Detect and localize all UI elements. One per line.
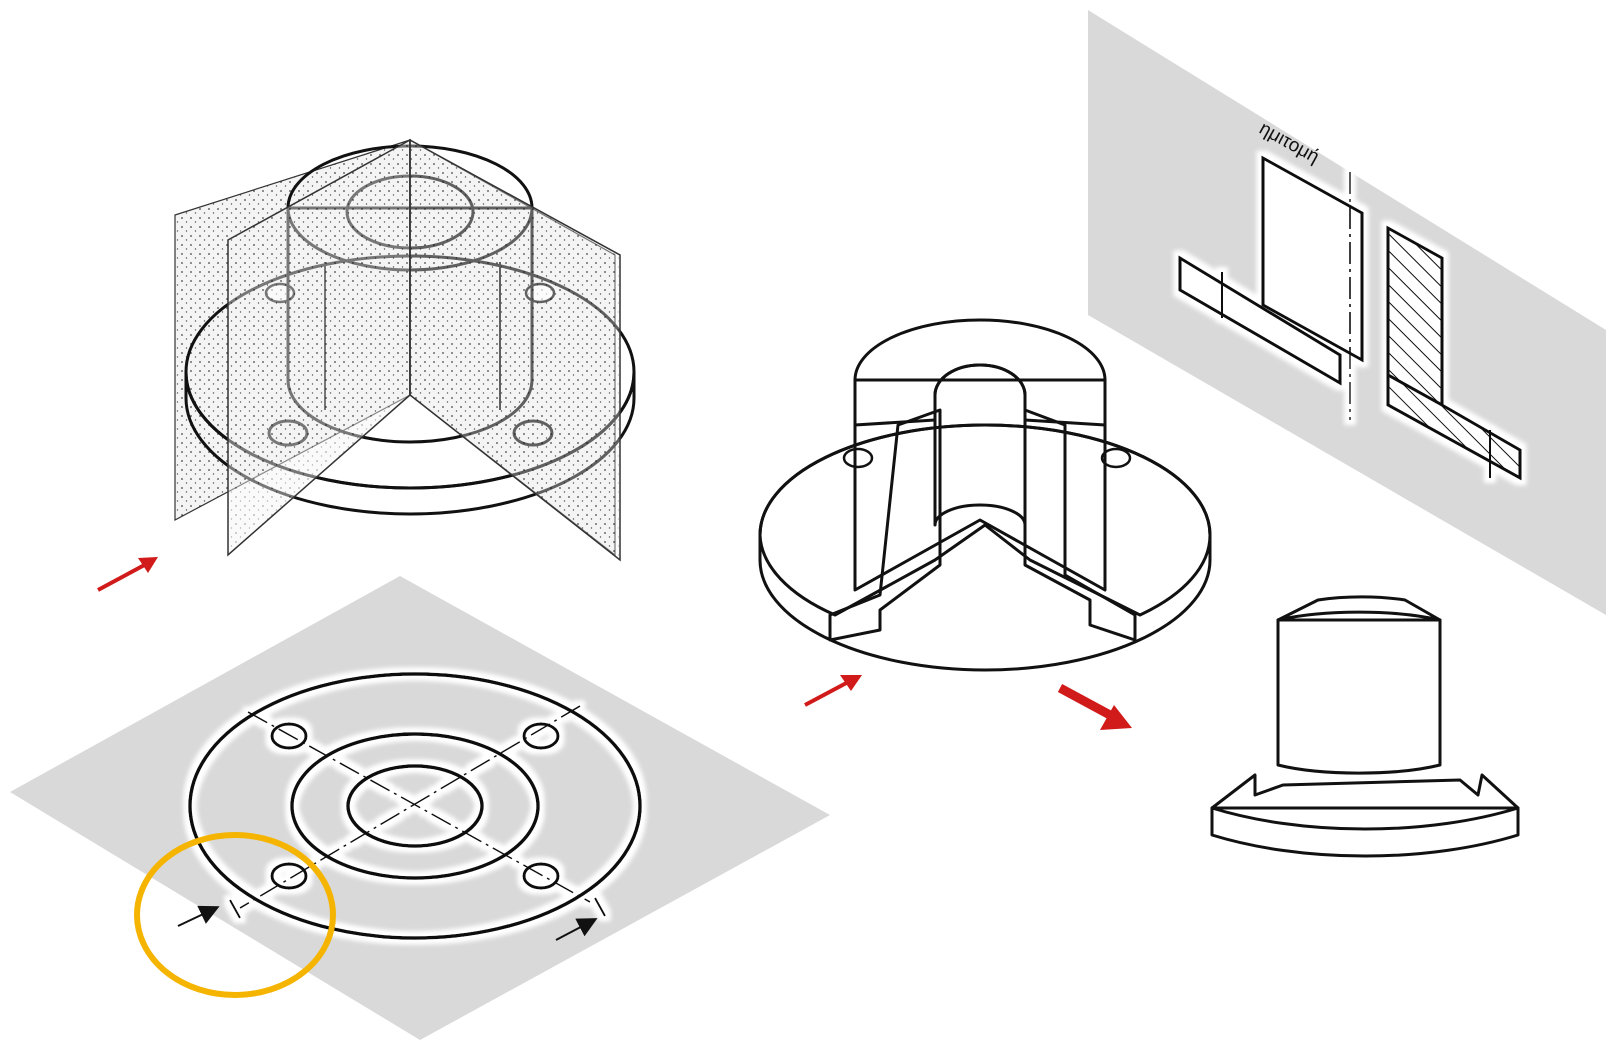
bolt-hole-back-left — [842, 447, 874, 469]
hatched-cut-face-left — [828, 408, 942, 642]
center-line-diagonal-a — [247, 711, 591, 903]
red-arrow-icon — [840, 675, 862, 691]
sectioned-disk-side — [758, 423, 1212, 672]
view-hatched-flange — [1386, 372, 1522, 481]
red-arrow-icon — [138, 557, 158, 573]
section-mark-right — [594, 897, 606, 917]
removed-quarter-piece — [1210, 595, 1520, 858]
cutting-plane-front-right — [409, 138, 621, 562]
view-flange-left — [1178, 255, 1342, 386]
hatched-cut-face-right — [1023, 408, 1137, 642]
hub-outer-circle — [290, 732, 540, 880]
bore-circle — [346, 764, 484, 848]
black-arrow-icon — [177, 905, 220, 927]
sectioned-hub-top-face — [853, 318, 1107, 427]
view-hub-left — [1261, 155, 1364, 363]
sectioned-bore-interior — [933, 363, 1027, 527]
top-view-plane — [10, 576, 830, 1040]
center-line-diagonal-b — [239, 705, 581, 909]
flange-outer-circle — [188, 672, 642, 940]
front-view-plane: ημιτομή — [1088, 10, 1606, 615]
quarter-flange-top — [1210, 773, 1520, 831]
sectioned-hub-body — [853, 378, 1107, 592]
black-arrow-icon — [555, 918, 598, 941]
quarter-hub-side — [1276, 618, 1442, 775]
top-view-drawing — [188, 672, 642, 940]
red-arrow-icon — [97, 560, 151, 592]
half-section-isometric — [758, 318, 1212, 672]
red-arrow-icon — [804, 678, 853, 707]
quarter-hub-top — [1276, 595, 1442, 622]
flange-with-cutting-planes — [174, 138, 636, 562]
bolt-hole-bottom-right — [522, 862, 560, 890]
section-mark-left — [229, 899, 241, 919]
bolt-hole-top-right — [522, 722, 560, 750]
red-arrow-icon — [1100, 705, 1132, 730]
circle-highlight-icon — [134, 832, 336, 998]
red-arrow-icon — [1057, 684, 1113, 719]
bolt-hole-top-left — [270, 722, 308, 750]
half-section-view-drawing — [1178, 155, 1522, 481]
sectioned-disk-top — [758, 423, 1212, 617]
bolt-hole-back-right — [1100, 447, 1132, 469]
quarter-flange-side — [1210, 806, 1520, 858]
bolt-hole-bottom-left — [270, 862, 308, 890]
